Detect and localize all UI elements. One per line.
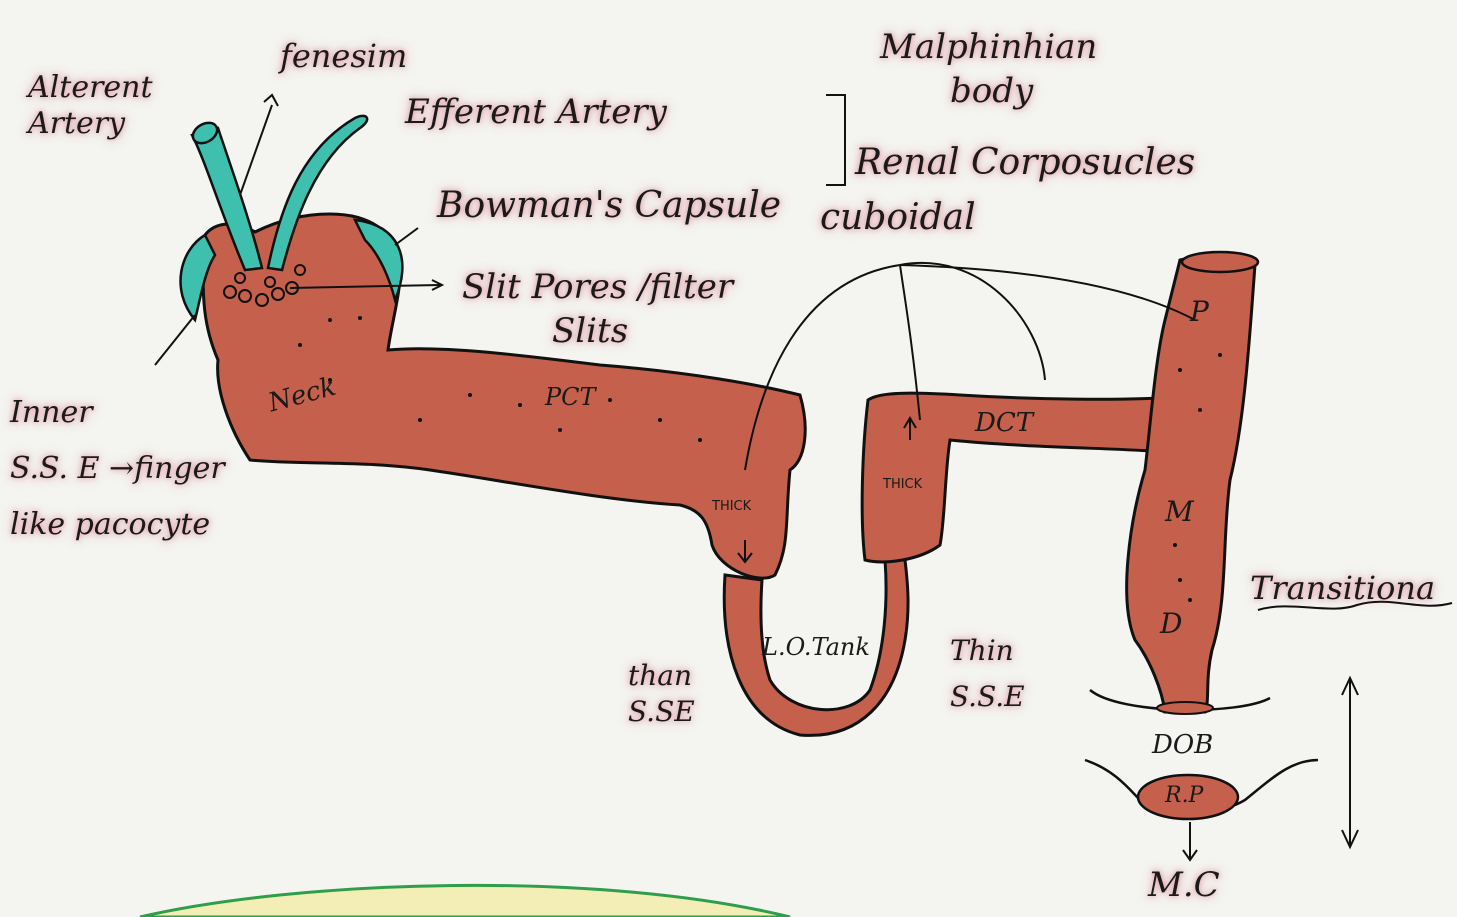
renal-corpuscles-label: Renal Corposucles xyxy=(855,145,1195,181)
thick-descending-label: THICK xyxy=(712,500,751,513)
collecting-duct-opening xyxy=(1182,252,1258,272)
efferent-artery-label: Efferent Artery xyxy=(405,95,667,129)
dob-label: DOB xyxy=(1152,732,1213,758)
thick-ascending-label: THICK xyxy=(883,478,922,491)
mc-label: M.C xyxy=(1148,868,1220,902)
dob-lower-ellipse xyxy=(1157,702,1213,714)
loop-label: L.O.Tank xyxy=(762,635,870,659)
transitional-label: Transitiona xyxy=(1250,572,1435,604)
pct-label: PCT xyxy=(545,385,596,409)
dct-label: DCT xyxy=(975,410,1033,436)
rp-label: R.P xyxy=(1165,785,1203,807)
d-label: D xyxy=(1160,610,1182,638)
p-label: P xyxy=(1190,298,1209,326)
m-label: M xyxy=(1165,498,1194,526)
annotation-lines xyxy=(155,95,1452,860)
yellow-blob xyxy=(140,885,790,917)
bowmans-capsule-label: Bowman's Capsule xyxy=(437,188,781,224)
fenesim-label: fenesim xyxy=(280,40,407,72)
cuboidal-label: cuboidal xyxy=(820,200,976,236)
